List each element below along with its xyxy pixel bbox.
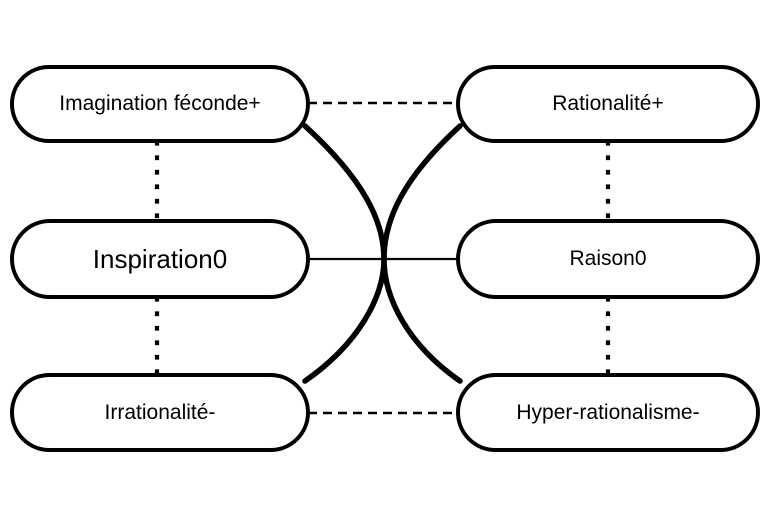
node-imagination-feconde-label: Imagination féconde+ bbox=[59, 92, 261, 116]
node-irrationalite-label: Irrationalité- bbox=[104, 400, 216, 424]
node-hyper-rationalisme[interactable]: Hyper-rationalisme- bbox=[456, 373, 760, 452]
node-raison-label: Raison0 bbox=[569, 247, 647, 271]
node-rationalite[interactable]: Rationalité+ bbox=[456, 65, 760, 143]
node-rationalite-label: Rationalité+ bbox=[552, 92, 664, 116]
node-imagination-feconde[interactable]: Imagination féconde+ bbox=[10, 65, 310, 143]
node-raison[interactable]: Raison0 bbox=[456, 219, 760, 299]
node-irrationalite[interactable]: Irrationalité- bbox=[10, 373, 310, 452]
node-hyper-rationalisme-label: Hyper-rationalisme- bbox=[516, 400, 700, 424]
node-inspiration[interactable]: Inspiration0 bbox=[10, 219, 310, 299]
node-inspiration-label: Inspiration0 bbox=[92, 243, 228, 274]
edge-diagonal-rationalite-to-irrationalite bbox=[302, 123, 463, 384]
